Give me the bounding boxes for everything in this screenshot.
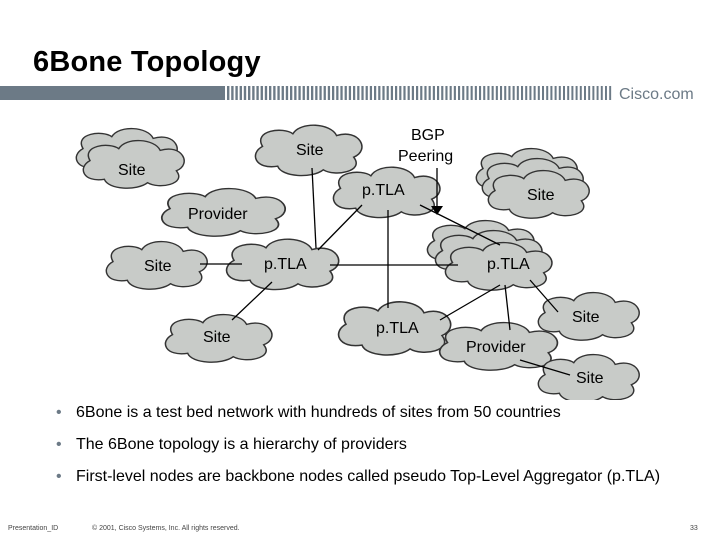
bullet-item: • The 6Bone topology is a hierarchy of p… [56, 435, 696, 454]
bgp-peering-arrowhead [431, 206, 443, 215]
label-site-mid-left: Site [144, 258, 172, 275]
link-ptla-left-site-center [311, 167, 317, 249]
footer-presentation-id: Presentation_ID [8, 525, 59, 532]
bullet-text: First-level nodes are backbone nodes cal… [76, 468, 661, 485]
link-ptla-top-right [419, 204, 501, 246]
slide-title: 6Bone Topology [33, 46, 261, 78]
bullet-text: 6Bone is a test bed network with hundred… [76, 404, 561, 421]
label-site-right-lower: Site [576, 370, 604, 387]
bullet-dot-icon: • [56, 404, 62, 421]
label-site-bottom-left: Site [203, 329, 231, 346]
label-provider-left: Provider [188, 206, 248, 223]
bullet-item: • First-level nodes are backbone nodes c… [56, 467, 696, 486]
label-ptla-bottom: p.TLA [376, 320, 419, 337]
link-provider-right-site-lower [519, 359, 571, 376]
bullet-text: The 6Bone topology is a hierarchy of pro… [76, 436, 407, 453]
link-provider-right-ptla-right [504, 284, 511, 331]
label-site-top-right: Site [527, 187, 555, 204]
label-site-right-upper: Site [572, 309, 600, 326]
link-ptla-left-site-bottom [231, 281, 273, 321]
link-ptla-right-site-upper [529, 279, 559, 313]
label-site-top-left: Site [118, 162, 146, 179]
footer-page-number: 33 [690, 525, 698, 532]
bullet-item: • 6Bone is a test bed network with hundr… [56, 403, 696, 422]
bullet-list: • 6Bone is a test bed network with hundr… [56, 403, 696, 499]
rule-stripe-segment [227, 86, 612, 100]
link-ptla-left-ptla-top [317, 204, 363, 251]
label-ptla-top: p.TLA [362, 182, 405, 199]
footer-copyright: © 2001, Cisco Systems, Inc. All rights r… [92, 525, 240, 532]
bullet-dot-icon: • [56, 436, 62, 453]
label-ptla-right: p.TLA [487, 256, 530, 273]
topology-diagram [75, 124, 640, 400]
label-site-top-center: Site [296, 142, 324, 159]
label-bgp-peering-line1: BGP [411, 127, 445, 144]
bullet-dot-icon: • [56, 468, 62, 485]
label-ptla-left: p.TLA [264, 256, 307, 273]
label-bgp-peering-line2: Peering [398, 148, 454, 165]
brand-logo: Cisco.com [619, 86, 694, 103]
rule-solid-segment [0, 86, 225, 100]
label-provider-right: Provider [466, 339, 526, 356]
link-ptla-right-bottom [439, 284, 501, 321]
title-rule-bar [0, 86, 612, 100]
